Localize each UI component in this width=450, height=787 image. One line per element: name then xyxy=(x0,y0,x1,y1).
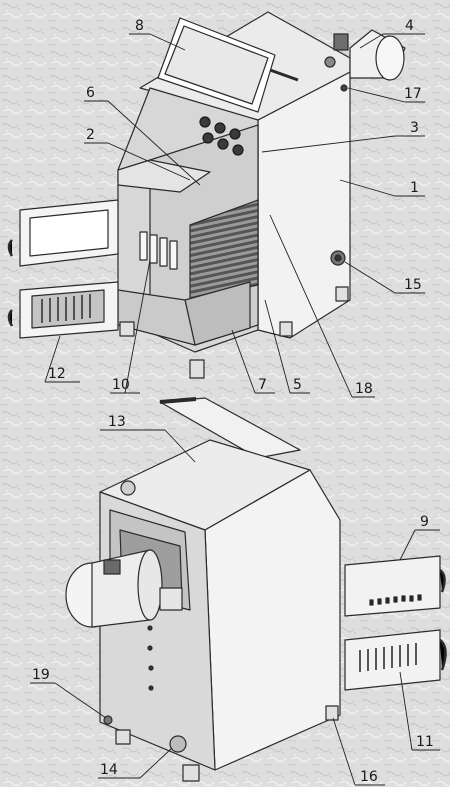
boiler-rear-view xyxy=(65,397,447,782)
callout-18: 18 xyxy=(355,381,373,397)
callout-labels: 4 8 6 2 17 3 1 15 12 10 7 5 18 13 9 11 1… xyxy=(32,18,434,785)
callout-16: 16 xyxy=(360,769,378,785)
callout-7: 7 xyxy=(258,377,267,393)
callout-11: 11 xyxy=(416,734,434,750)
callout-3: 3 xyxy=(410,120,419,136)
callout-5: 5 xyxy=(293,377,302,393)
callout-4: 4 xyxy=(405,18,414,34)
side-rivets xyxy=(147,625,154,691)
callout-17: 17 xyxy=(404,86,422,102)
fire-bars xyxy=(139,231,178,270)
callout-6: 6 xyxy=(86,85,95,101)
callout-8: 8 xyxy=(135,18,144,34)
door-9-detached xyxy=(344,555,441,617)
callout-13: 13 xyxy=(108,414,126,430)
callout-2: 2 xyxy=(86,127,95,143)
callout-12: 12 xyxy=(48,366,66,382)
cleaning-ports xyxy=(199,116,244,156)
door-11-slots xyxy=(359,643,417,672)
callout-14: 14 xyxy=(100,762,118,778)
callout-10: 10 xyxy=(112,377,130,393)
callout-1: 1 xyxy=(410,180,419,196)
callout-15: 15 xyxy=(404,277,422,293)
callout-19: 19 xyxy=(32,667,50,683)
callout-9: 9 xyxy=(420,514,429,530)
door-9-slots xyxy=(369,594,422,606)
heat-exchanger-grate xyxy=(189,199,259,301)
leader-lines xyxy=(30,33,440,786)
boiler-front-view xyxy=(7,11,406,379)
